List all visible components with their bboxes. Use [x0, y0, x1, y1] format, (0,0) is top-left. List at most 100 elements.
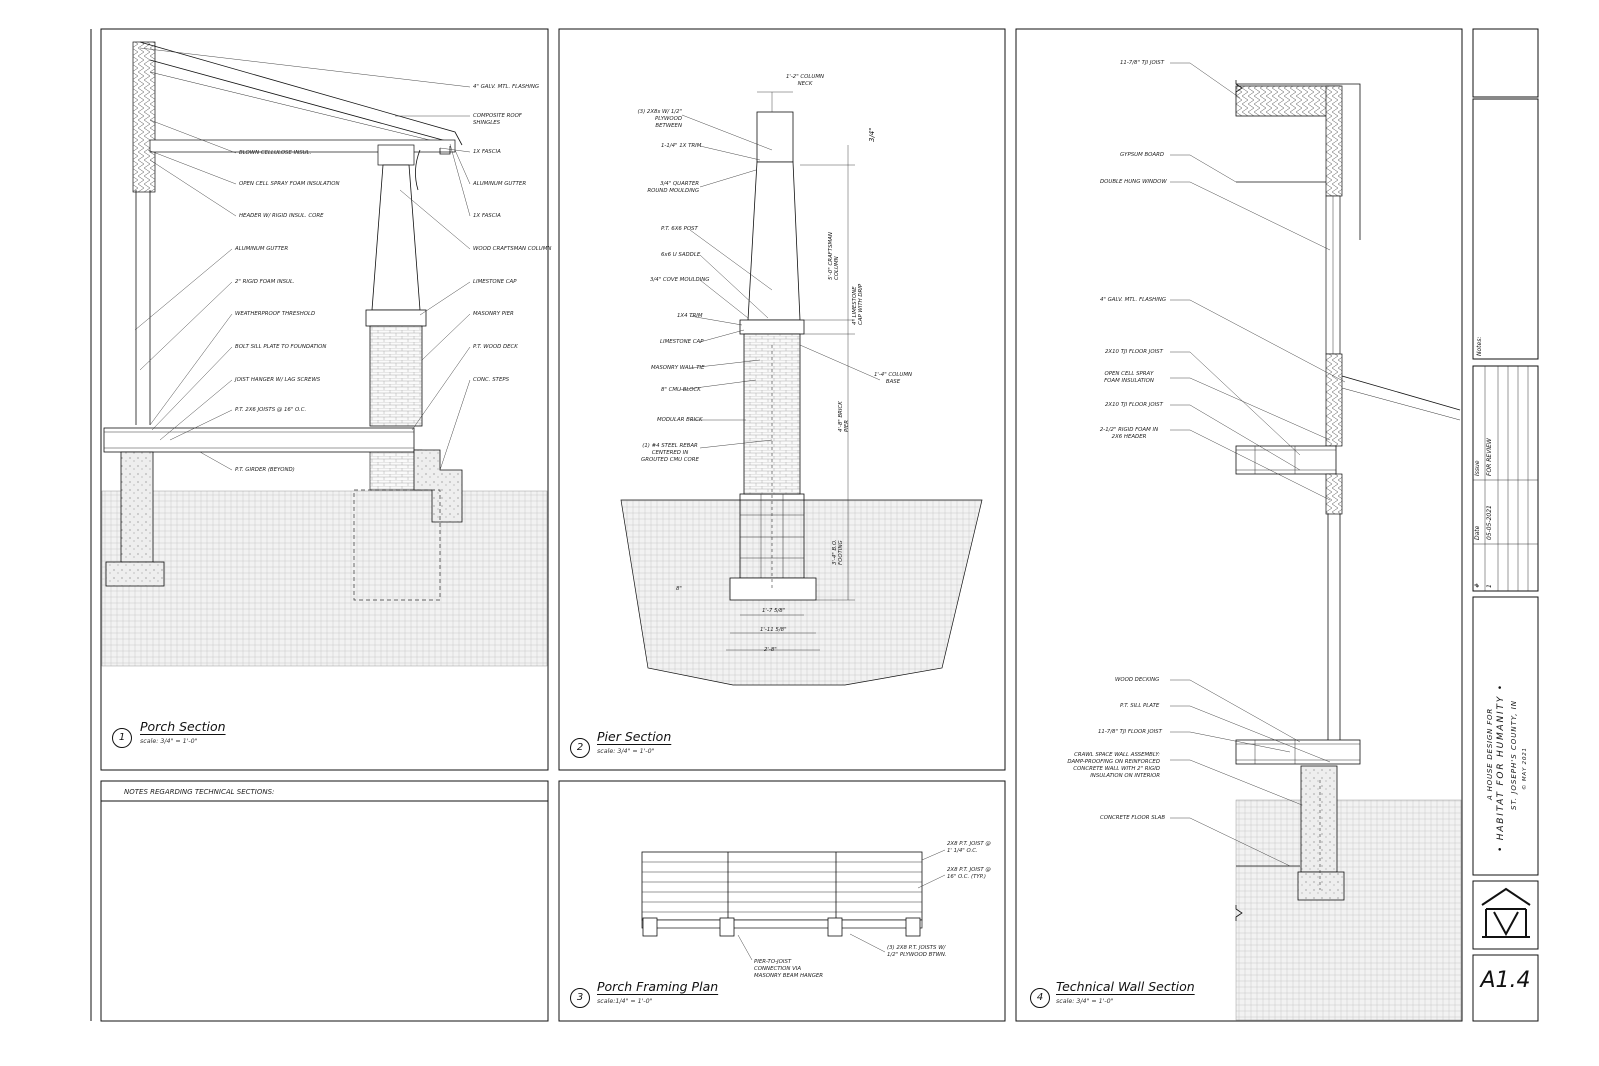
label-wood-column: WOOD CRAFTSMAN COLUMN: [473, 246, 552, 252]
pier-craftsman-column: [747, 161, 801, 321]
wall-section-title: Technical Wall Section: [1056, 979, 1195, 994]
pier-label-quarter-round: 3/4" QUARTER ROUND MOULDING: [647, 181, 699, 194]
label-header: HEADER W/ RIGID INSUL. CORE: [239, 213, 324, 219]
tb-logo-box: [1472, 880, 1539, 950]
framing-pier-1: [642, 917, 658, 937]
pier-section-panel: [558, 28, 1006, 771]
framing-label-joist-1: 2X8 P.T. JOIST @ 1' 1/4" O.C.: [947, 841, 991, 854]
tb-issue-text: FOR REVIEW: [1486, 438, 1493, 476]
tb-top-box: [1472, 28, 1539, 98]
wall-label-slab: CONCRETE FLOOR SLAB: [1100, 815, 1166, 821]
porch-framing-plan-panel: [558, 780, 1006, 1022]
wall-section-frame: [1015, 28, 1463, 1022]
tb-sheet-box: [1472, 954, 1539, 1022]
wall-label-spray-foam: OPEN CELL SPRAY FOAM INSULATION: [1104, 371, 1154, 384]
wall-label-window: DOUBLE HUNG WINDOW: [1100, 179, 1167, 185]
label-conc-steps: CONC. STEPS: [473, 377, 510, 383]
wall-label-rigid-header: 2-1/2" RIGID FOAM IN 2X6 HEADER: [1099, 427, 1159, 440]
framing-pier-4: [905, 917, 921, 937]
pier-label-saddle: 6x6 U SADDLE: [661, 252, 701, 258]
lower-wall-insulation: [1325, 353, 1343, 447]
wall-label-tji-floor: 11-7/8" TJI FLOOR JOIST: [1098, 729, 1162, 735]
label-limestone-cap: LIMESTONE CAP: [473, 279, 517, 285]
porch-footing: [105, 561, 165, 587]
label-joists: P.T. 2X6 JOISTS @ 16" O.C.: [235, 407, 307, 413]
framing-label-3x8: (3) 2X8 P.T. JOISTS W/ 1/2" PLYWOOD BTWN…: [887, 945, 947, 958]
wall-footing: [1297, 871, 1345, 901]
porch-section-panel: [100, 28, 549, 771]
porch-section-frame: [100, 28, 549, 771]
label-fascia-2: 1X FASCIA: [473, 213, 501, 219]
tb-notes-label: Notes:: [1476, 336, 1483, 356]
label-gutter: ALUMINUM GUTTER: [473, 181, 527, 187]
pier-section-title: Pier Section: [597, 729, 672, 744]
wall-section-number: 4: [1030, 988, 1050, 1008]
framing-pier-3: [827, 917, 843, 937]
habitat-logo-icon: [1481, 887, 1531, 938]
label-wood-deck: P.T. WOOD DECK: [473, 344, 518, 350]
pier-label-cmu: 8" CMU BLOCK: [661, 387, 701, 393]
tb-issue-issue-header: Issue: [1474, 460, 1481, 476]
framing-label-joist-2: 2X8 P.T. JOIST @ 16" O.C. (TYP.): [947, 867, 991, 880]
tb-project-line1: A HOUSE DESIGN FOR: [1486, 707, 1494, 800]
pier-column-neck: [756, 111, 794, 163]
notes-heading: NOTES REGARDING TECHNICAL SECTIONS:: [124, 788, 275, 796]
porch-foundation-wall: [120, 451, 154, 563]
label-spray-foam: OPEN CELL SPRAY FOAM INSULATION: [239, 181, 340, 187]
label-girder: P.T. GIRDER (BEYOND): [235, 467, 295, 473]
label-fascia-1: 1X FASCIA: [473, 149, 501, 155]
masonry-pier: [369, 325, 423, 427]
column-base: [365, 309, 427, 327]
pier-dim-1-11: 1'-11 5/8": [760, 627, 787, 633]
pier-label-cove: 3/4" COVE MOULDING: [650, 277, 710, 283]
pier-dim-base: 1'-4" COLUMN BASE: [873, 372, 913, 385]
framing-plan-title: Porch Framing Plan: [597, 979, 719, 994]
upper-wall-insulation: [1325, 85, 1343, 197]
pier-column-base: [739, 319, 805, 335]
label-sill-plate: BOLT SILL PLATE TO FOUNDATION: [235, 344, 327, 350]
tb-notes-box: [1472, 98, 1539, 360]
wall-label-floor-joist-1: 2X10 TJI FLOOR JOIST: [1105, 349, 1163, 355]
label-masonry-pier: MASONRY PIER: [473, 311, 514, 317]
pier-dim-brick-pier: 4'-8" BRICK PIER: [838, 401, 850, 432]
wall-soil-hatch: [1235, 799, 1462, 1021]
pier-label-1x4: 1X4 TRIM: [677, 313, 703, 319]
framing-pier-2: [719, 917, 735, 937]
porch-roof: [139, 41, 463, 146]
label-threshold: WEATHERPROOF THRESHOLD: [235, 311, 316, 317]
pier-dim-neck: 1'-2" COLUMN NECK: [785, 74, 825, 87]
pier-dim-1-7: 1'-7 5/8": [762, 608, 786, 614]
porch-section-title: Porch Section: [140, 719, 226, 734]
framing-plan-frame: [558, 780, 1006, 1022]
pier-dim-column: 5'-0" CRAFTSMAN COLUMN: [828, 232, 840, 280]
tb-project-line4: © MAY 2021: [1522, 747, 1528, 790]
wall-label-flashing: 4" GALV. MTL. FLASHING: [1100, 297, 1167, 303]
label-flashing: 4" GALV. MTL. FLASHING: [473, 84, 540, 90]
tb-issue-num-header: #: [1474, 582, 1481, 588]
tb-issue-num: 1: [1486, 584, 1493, 588]
framing-plan-deck: [641, 851, 923, 921]
notes-panel: [100, 780, 549, 1022]
pier-dim-8: 8": [676, 586, 682, 592]
tb-project-line2: • HABITAT FOR HUMANITY •: [1496, 683, 1506, 852]
pier-dim-3-4: 3/4": [868, 127, 876, 143]
tb-issue-date: 05-05-2021: [1486, 505, 1493, 540]
framing-plan-scale: scale:1/4" = 1'-0": [597, 998, 653, 1005]
wall-label-gypsum: GYPSUM BOARD: [1120, 152, 1164, 158]
title-block: [1472, 28, 1539, 1022]
framing-label-connection: PIER-TO-JOIST CONNECTION VIA MASONRY BEA…: [754, 959, 824, 979]
pier-label-trim: 1-1/4" 1X TRIM: [661, 143, 702, 149]
crawl-space-wall: [1300, 765, 1338, 873]
framing-plan-number: 3: [570, 988, 590, 1008]
tb-issue-box: [1472, 365, 1539, 592]
tb-issue-date-header: Date: [1474, 525, 1481, 540]
tb-sheet-number: A1.4: [1480, 968, 1531, 993]
pier-dim-footing: 3'-4" B.O. FOOTING: [832, 539, 844, 565]
craftsman-column: [371, 164, 421, 311]
pier-label-2x8: (3) 2X8s W/ 1/2" PLYWOOD BETWEEN: [637, 109, 682, 129]
mid-floor-joist: [1235, 445, 1337, 475]
porch-section-scale: scale: 3/4" = 1'-0": [140, 738, 198, 745]
label-rigid-foam: 2" RIGID FOAM INSUL.: [235, 279, 295, 285]
wall-porch-roof: [1341, 375, 1461, 411]
pier-label-post: P.T. 6X6 POST: [661, 226, 698, 232]
